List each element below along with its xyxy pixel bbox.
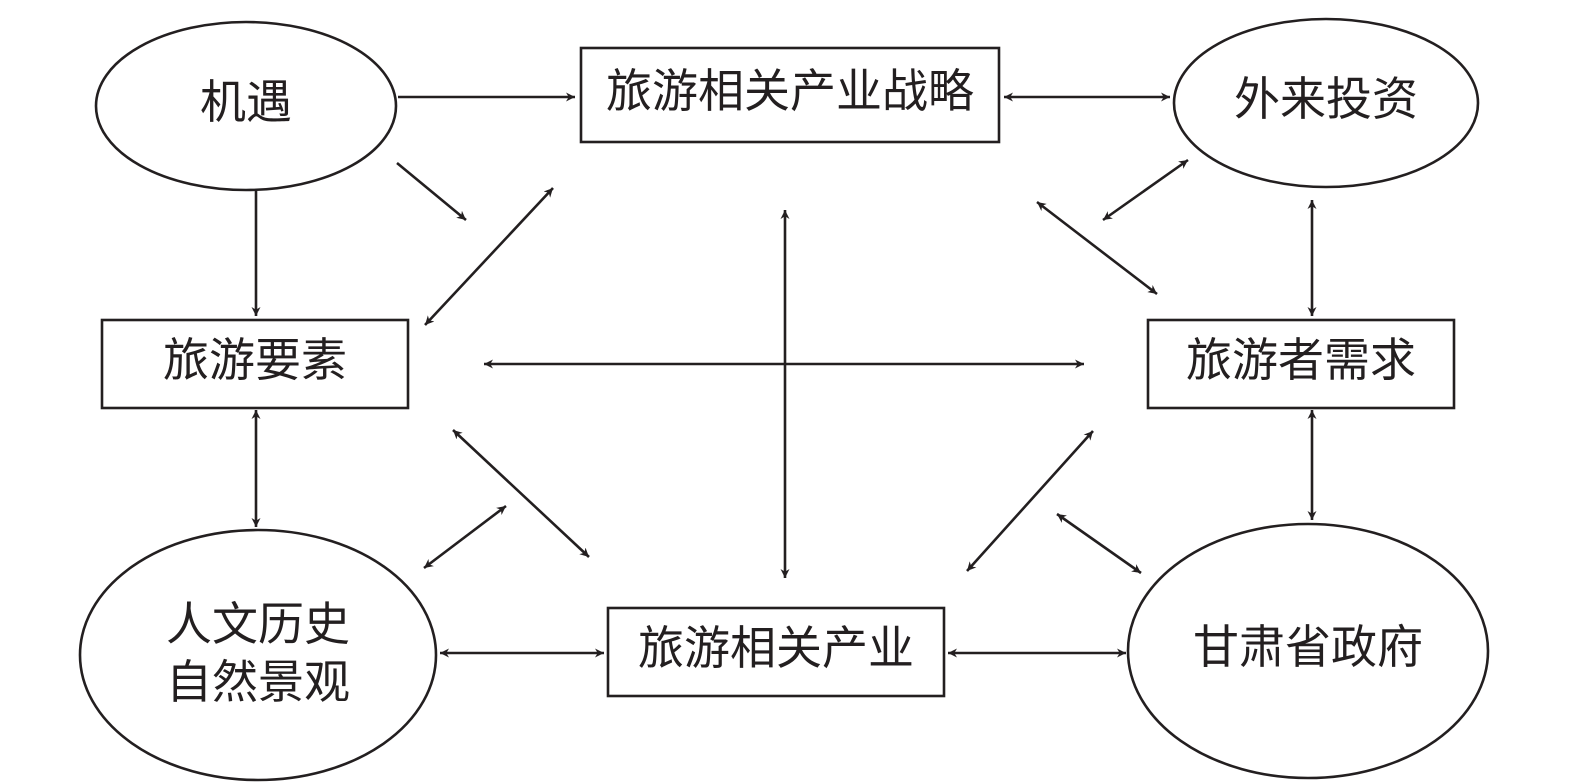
node-related-industries: 旅游相关产业 (606, 606, 946, 698)
arrow-diagonal-government-short (1056, 512, 1142, 575)
node-tourism-elements: 旅游要素 (100, 318, 410, 410)
node-tourist-demand: 旅游者需求 (1146, 318, 1456, 410)
arrow-diagonal-upper-right (1036, 200, 1158, 296)
node-opportunity: 机遇 (94, 20, 398, 192)
strategy-label: 旅游相关产业战略 (606, 64, 974, 118)
node-foreign-investment: 外来投资 (1172, 17, 1480, 189)
tourism-elements-label: 旅游要素 (163, 333, 347, 387)
arrow-diagonal-heritage-short (423, 504, 507, 570)
arrow-diagonal-upper-left (424, 187, 554, 326)
tourist-demand-label: 旅游者需求 (1186, 333, 1416, 387)
node-gansu-government: 甘肃省政府 (1126, 522, 1490, 780)
arrow-opportunity-to-center (396, 161, 467, 222)
arrow-diagonal-investment-short (1102, 158, 1189, 222)
opportunity-label: 机遇 (200, 75, 292, 129)
arrow-diagonal-lower-left-long (452, 429, 590, 558)
gansu-government-label: 甘肃省政府 (1193, 620, 1423, 674)
heritage-label-line2: 自然景观 (166, 655, 350, 709)
node-strategy: 旅游相关产业战略 (579, 46, 1001, 144)
related-industries-label: 旅游相关产业 (638, 621, 914, 675)
node-heritage-landscape: 人文历史 自然景观 (78, 528, 438, 782)
foreign-investment-label: 外来投资 (1234, 72, 1418, 126)
heritage-label-line1: 人文历史 (166, 597, 350, 651)
arrow-diagonal-lower-right-long (966, 430, 1094, 572)
